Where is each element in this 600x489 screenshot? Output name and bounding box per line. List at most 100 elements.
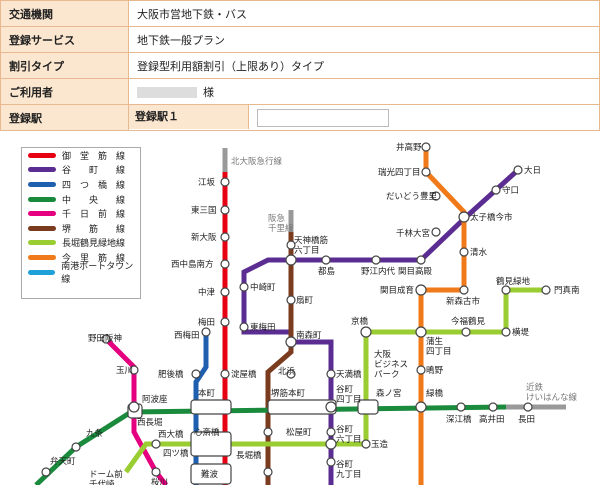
station-marker[interactable] (151, 467, 161, 477)
label-sakaisuji-honmachi: 堺筋本町 (271, 388, 306, 399)
station-marker[interactable] (416, 255, 426, 265)
transfer-taishibashi[interactable] (458, 211, 470, 223)
info-value: 様 (128, 78, 600, 105)
transfer-tenjinbashi[interactable] (285, 254, 297, 266)
station-marker[interactable] (326, 427, 336, 437)
blurred-user-name (137, 87, 197, 98)
station-marker[interactable] (371, 255, 381, 265)
station-marker[interactable] (491, 185, 501, 195)
label-yokozutsumi: 横堤 (512, 327, 530, 338)
label-shimizu: 清水 (470, 247, 488, 258)
user-suffix: 様 (203, 85, 214, 99)
label-noda-hanshin: 野田阪神 (88, 333, 122, 344)
station-sub-label: 登録駅１ (129, 105, 249, 129)
transfer-sekime[interactable] (415, 284, 427, 296)
info-row-station: 登録駅 登録駅１ (0, 104, 600, 131)
station-marker[interactable] (501, 327, 511, 337)
station-marker[interactable] (129, 365, 139, 375)
station-marker[interactable] (151, 439, 161, 449)
legend-label: 御 堂 筋 線 (62, 151, 126, 162)
station-marker[interactable] (191, 369, 201, 379)
station-marker[interactable] (263, 427, 273, 437)
label-nishiumeda: 西梅田 (174, 330, 200, 341)
station-marker[interactable] (239, 282, 249, 292)
subway-map: 北大阪急行線 江坂 東三国 新大阪 西中島南方 中津 梅田 西梅田 淀屋橋 本町… (6, 142, 596, 489)
station-marker[interactable] (220, 205, 230, 215)
label-nakatsu: 中津 (198, 287, 216, 298)
station-input[interactable] (256, 108, 389, 127)
station-marker[interactable] (201, 327, 211, 337)
transfer-tanimachi4[interactable] (325, 401, 337, 413)
label-kita-osaka: 北大阪急行線 (231, 156, 283, 167)
legend-swatch (28, 196, 56, 202)
station-marker[interactable] (286, 369, 296, 379)
info-value: 登録駅１ (128, 104, 600, 131)
transfer-honmachi[interactable] (190, 399, 232, 415)
label-itakano: 井高野 (396, 142, 422, 153)
station-marker[interactable] (220, 232, 230, 242)
label-higobashi: 肥後橋 (158, 369, 184, 380)
station-marker[interactable] (41, 467, 51, 477)
station-marker[interactable] (220, 177, 230, 187)
station-marker[interactable] (71, 442, 81, 452)
station-marker[interactable] (321, 255, 331, 265)
label-esaka: 江坂 (198, 177, 216, 188)
station-marker[interactable] (431, 227, 441, 237)
legend-item: 南港ポートタウン線 (22, 262, 140, 285)
station-marker[interactable] (220, 259, 230, 269)
legend-item: 中 央 線 (22, 192, 140, 207)
station-marker[interactable] (459, 247, 469, 257)
transfer-nishinagahori[interactable] (128, 401, 140, 413)
station-marker[interactable] (220, 317, 230, 327)
station-marker[interactable] (431, 191, 441, 201)
legend-item: 堺 筋 線 (22, 221, 140, 236)
label-gamo: 蒲生四丁目 (426, 336, 452, 357)
station-marker[interactable] (501, 285, 511, 295)
station-marker[interactable] (101, 334, 111, 344)
info-label: 登録サービス (0, 26, 129, 53)
station-marker[interactable] (239, 322, 249, 332)
transfer-namba[interactable] (190, 463, 232, 485)
label-honmachi: 本町 (198, 388, 216, 399)
station-marker[interactable] (220, 369, 230, 379)
station-marker[interactable] (416, 365, 426, 375)
label-obp: 大阪ビジネスパーク (374, 349, 408, 380)
label-umeda: 梅田 (198, 317, 215, 328)
station-marker[interactable] (541, 285, 551, 295)
station-marker[interactable] (456, 402, 466, 412)
station-marker[interactable] (461, 327, 471, 337)
station-marker[interactable] (459, 285, 469, 295)
transfer-gamo[interactable] (415, 326, 427, 338)
station-marker[interactable] (286, 240, 296, 250)
label-shinosaka: 新大阪 (191, 232, 217, 243)
label-sekime-seiiku: 関目成育 (380, 285, 414, 296)
sakaisuji-line (265, 232, 294, 485)
station-marker[interactable] (421, 142, 431, 152)
station-marker[interactable] (523, 402, 533, 412)
label-tenmabashi: 天満橋 (336, 369, 362, 380)
label-miyakojima: 都島 (318, 266, 336, 277)
label-awaza: 阿波座 (142, 394, 168, 405)
transfer-kyobashi[interactable] (360, 326, 372, 338)
label-morinomiya: 森ノ宮 (376, 388, 402, 399)
station-marker[interactable] (421, 167, 431, 177)
station-marker[interactable] (286, 295, 296, 305)
station-marker[interactable] (361, 439, 371, 449)
info-row-transport: 交通機関 大阪市営地下鉄・バス (0, 0, 600, 27)
transfer-midoribashi[interactable] (415, 401, 427, 413)
transfer-shinsaibashi[interactable] (190, 431, 232, 457)
station-marker[interactable] (513, 165, 523, 175)
label-yodoyabashi: 淀屋橋 (231, 369, 257, 380)
transfer-tanimachi6[interactable] (325, 438, 337, 450)
transfer-minamimorimachi[interactable] (285, 336, 297, 348)
station-marker[interactable] (488, 402, 498, 412)
station-marker[interactable] (263, 467, 273, 477)
station-marker[interactable] (326, 369, 336, 379)
transfer-morinomiya[interactable] (357, 399, 379, 415)
station-marker[interactable] (220, 287, 230, 297)
label-tamatsukuri: 玉造 (371, 439, 389, 450)
label-minamimorimachi: 南森町 (296, 330, 322, 341)
label-higashiumeda: 東梅田 (250, 322, 276, 333)
station-marker[interactable] (326, 457, 336, 467)
info-value: 地下鉄一般プラン (128, 26, 600, 53)
